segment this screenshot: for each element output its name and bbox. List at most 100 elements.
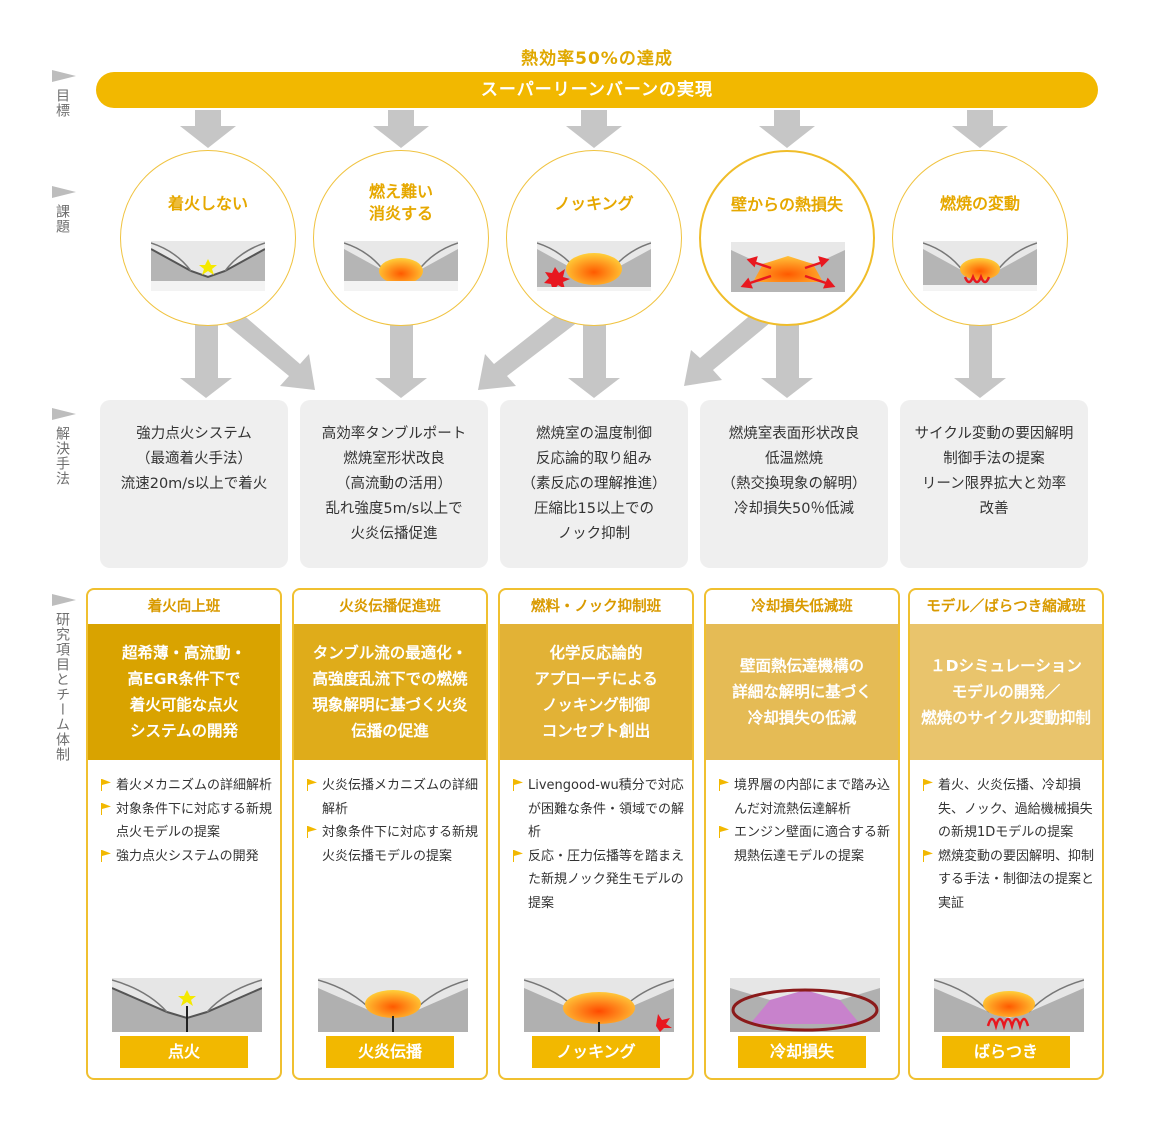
list-item: 燃焼変動の要因解明、抑制する手法・制御法の提案と実証: [922, 845, 1096, 916]
list-item: エンジン壁面に適合する新規熱伝達モデルの提案: [718, 821, 892, 868]
flame-icon: [379, 258, 423, 284]
combustion-chamber-icon: [524, 978, 674, 1032]
arrow-down-icon: [761, 312, 813, 398]
solution-box-flame: 高効率タンブルポート 燃焼室形状改良 （高流動の活用） 乱れ強度5m/s以上で …: [300, 400, 488, 568]
flag-icon: [307, 826, 317, 838]
spark-icon: [199, 259, 217, 275]
challenge-circle-knocking: ノッキング: [506, 150, 682, 326]
boundary-layer-highlight-icon: [731, 988, 879, 1032]
team-label-flame: 火炎伝播: [326, 1036, 454, 1068]
side-label-research: 研究項目とチーム体制: [54, 612, 70, 762]
arrow-diagonal-icon: [478, 312, 583, 390]
combustion-chamber-icon: [318, 978, 468, 1032]
combustion-chamber-icon: [731, 242, 845, 292]
team-item-list: 着火、火炎伝播、冷却損失、ノック、過給機械損失の新規1Dモデルの提案 燃焼変動の…: [910, 760, 1102, 915]
flame-icon: [960, 258, 1000, 280]
solution-box-ignition: 強力点火システム （最適着火手法） 流速20m/s以上で着火: [100, 400, 288, 568]
arrow-down-icon: [568, 312, 620, 398]
flag-icon: [513, 849, 523, 862]
flag-icon: [923, 849, 933, 862]
arrow-down-icon: [375, 312, 427, 398]
team-box-cooling: 冷却損失低減班 壁面熱伝達機構の 詳細な解明に基づく 冷却損失の低減 境界層の内…: [704, 588, 900, 1080]
team-name: 冷却損失低減班: [751, 599, 853, 615]
goal-title: 熱効率50%の達成: [521, 49, 673, 69]
team-box-ignition: 着火向上班 超希薄・高流動・ 高EGR条件下で 着火可能な点火 システムの開発 …: [86, 588, 282, 1080]
side-label-solution: 解決手法: [54, 426, 70, 486]
goal-bar: スーパーリーンバーンの実現: [96, 72, 1098, 108]
combustion-chamber-icon: [151, 241, 265, 291]
arrow-down-icon: [952, 110, 1008, 148]
list-item: 着火、火炎伝播、冷却損失、ノック、過給機械損失の新規1Dモデルの提案: [922, 774, 1096, 845]
arrow-down-icon: [180, 110, 236, 148]
combustion-chamber-icon: [537, 241, 651, 291]
arrow-down-icon: [954, 312, 1006, 398]
challenge-title: ノッキング: [554, 194, 634, 213]
arrow-down-icon: [759, 110, 815, 148]
arrow-diagonal-icon: [221, 312, 315, 390]
list-item: 境界層の内部にまで踏み込んだ対流熱伝達解析: [718, 774, 892, 821]
flag-icon: [719, 779, 729, 791]
team-item-list: 火炎伝播メカニズムの詳細解析 対象条件下に対応する新規火炎伝播モデルの提案: [294, 760, 486, 868]
flag-icon: [101, 779, 111, 791]
flag-icon: [719, 826, 729, 838]
team-name: モデル／ばらつき縮減班: [926, 599, 1086, 615]
list-item: 火炎伝播メカニズムの詳細解析: [306, 774, 480, 821]
list-item: Livengood-wu積分で対応が困難な条件・領域での解析: [512, 774, 686, 845]
challenge-title: 燃焼の変動: [939, 194, 1020, 213]
flag-icon: [923, 779, 933, 791]
list-item: 強力点火システムの開発: [100, 845, 274, 869]
flame-icon: [566, 253, 622, 285]
arrow-down-icon: [566, 110, 622, 148]
team-box-flame: 火炎伝播促進班 タンブル流の最適化・ 高強度乱流下での燃焼 現象解明に基づく火炎…: [292, 588, 488, 1080]
team-goal: 壁面熱伝達機構の 詳細な解明に基づく 冷却損失の低減: [706, 624, 898, 760]
knock-burst-icon: [656, 1014, 672, 1032]
flame-icon: [983, 991, 1035, 1017]
flag-icon: [101, 849, 111, 862]
flag-icon: [52, 70, 76, 82]
arrow-down-icon: [373, 110, 429, 148]
flow-arrows: [180, 110, 1008, 398]
list-item: 反応・圧力伝播等を踏まえた新規ノック発生モデルの提案: [512, 845, 686, 916]
team-goal: １Dシミュレーション モデルの開発／ 燃焼のサイクル変動抑制: [910, 624, 1102, 760]
challenge-circle-ignition: 着火しない: [120, 150, 296, 326]
combustion-chamber-icon: [730, 978, 880, 1032]
team-name: 着火向上班: [147, 599, 221, 615]
team-label-variation: ばらつき: [942, 1036, 1070, 1068]
arrow-down-icon: [180, 312, 232, 398]
team-item-list: 着火メカニズムの詳細解析 対象条件下に対応する新規点火モデルの提案 強力点火シス…: [88, 760, 280, 868]
flag-icon: [52, 186, 76, 198]
flag-icon: [52, 408, 76, 420]
team-box-model: モデル／ばらつき縮減班 １Dシミュレーション モデルの開発／ 燃焼のサイクル変動…: [908, 588, 1104, 1080]
challenge-title: 着火しない: [167, 194, 248, 213]
solution-box-cooling: 燃焼室表面形状改良 低温燃焼 （熱交換現象の解明） 冷却損失50％低減: [700, 400, 888, 568]
challenge-circle-variation: 燃焼の変動: [892, 150, 1068, 326]
combustion-chamber-icon: [934, 978, 1084, 1032]
combustion-chamber-icon: [112, 978, 262, 1032]
knock-burst-icon: [544, 267, 570, 291]
team-item-list: Livengood-wu積分で対応が困難な条件・領域での解析 反応・圧力伝播等を…: [500, 760, 692, 915]
challenge-circle-quench: 燃え難い 消炎する: [313, 150, 489, 326]
fluctuation-wave-icon: [963, 273, 991, 284]
team-item-list: 境界層の内部にまで踏み込んだ対流熱伝達解析 エンジン壁面に適合する新規熱伝達モデ…: [706, 760, 898, 868]
flag-icon: [513, 779, 523, 791]
side-label-challenge: 課題: [54, 204, 70, 234]
list-item: 対象条件下に対応する新規火炎伝播モデルの提案: [306, 821, 480, 868]
fluctuation-wave-icon: [986, 1017, 1030, 1031]
challenge-title: 燃え難い 消炎する: [368, 182, 433, 223]
flame-icon: [563, 992, 635, 1024]
team-name: 燃料・ノック抑制班: [530, 599, 662, 615]
team-goal: タンブル流の最適化・ 高強度乱流下での燃焼 現象解明に基づく火炎 伝播の促進: [294, 624, 486, 760]
team-label-cooling: 冷却損失: [738, 1036, 866, 1068]
team-label-ignition: 点火: [120, 1036, 248, 1068]
team-name: 火炎伝播促進班: [339, 599, 441, 615]
team-box-knock: 燃料・ノック抑制班 化学反応論的 アプローチによる ノッキング制御 コンセプト創…: [498, 588, 694, 1080]
arrow-diagonal-icon: [684, 312, 776, 386]
team-goal: 超希薄・高流動・ 高EGR条件下で 着火可能な点火 システムの開発: [88, 624, 280, 760]
flag-icon: [307, 779, 317, 791]
flag-icon: [101, 802, 111, 815]
flame-icon: [365, 990, 421, 1018]
list-item: 着火メカニズムの詳細解析: [100, 774, 274, 798]
flag-icon: [52, 594, 76, 606]
challenge-title: 壁からの熱損失: [730, 195, 843, 214]
challenge-circle-heatloss: 壁からの熱損失: [699, 150, 875, 326]
